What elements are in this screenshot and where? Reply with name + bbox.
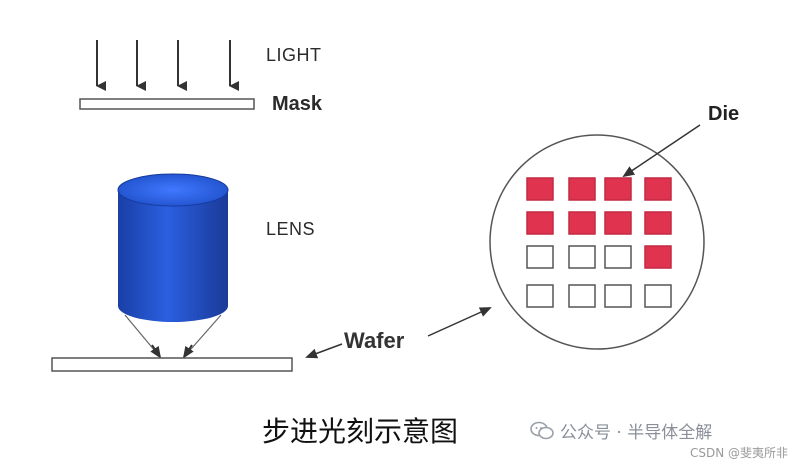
- die-exposed: [568, 177, 596, 201]
- die-exposed: [644, 177, 672, 201]
- wafer-label: Wafer: [344, 328, 405, 353]
- mask-plate: [79, 98, 255, 110]
- die-label: Die: [708, 103, 740, 125]
- die-pointer-arrow: [622, 124, 701, 178]
- die-exposed: [604, 211, 632, 235]
- die-exposed: [604, 177, 632, 201]
- credit-text: CSDN @斐夷所非: [689, 446, 788, 460]
- die-empty: [526, 284, 554, 308]
- mask-label: Mask: [272, 93, 323, 115]
- die-exposed: [568, 211, 596, 235]
- focus-cone: [124, 314, 222, 359]
- wafer-top-view: [489, 134, 705, 350]
- wechat-icon: [530, 421, 554, 441]
- figure-caption: 步进光刻示意图: [262, 415, 459, 448]
- die-exposed: [644, 211, 672, 235]
- die-empty: [644, 284, 672, 308]
- wafer-side-view: [51, 357, 293, 372]
- die-empty: [604, 284, 632, 308]
- die-empty: [568, 284, 596, 308]
- lens-label: LENS: [266, 219, 316, 239]
- lens-cylinder: [117, 173, 229, 322]
- die-empty: [568, 245, 596, 269]
- light-label: LIGHT: [266, 45, 322, 65]
- die-exposed: [526, 211, 554, 235]
- die-empty: [604, 245, 632, 269]
- wafer-pointer-arrows: [305, 307, 492, 359]
- die-exposed: [526, 177, 554, 201]
- die-grid: [526, 177, 672, 308]
- die-exposed: [644, 245, 672, 269]
- light-arrows: [96, 40, 239, 91]
- watermark: 公众号 · 半导体全解: [530, 418, 712, 443]
- die-empty: [526, 245, 554, 269]
- watermark-text: 公众号 · 半导体全解: [560, 423, 713, 443]
